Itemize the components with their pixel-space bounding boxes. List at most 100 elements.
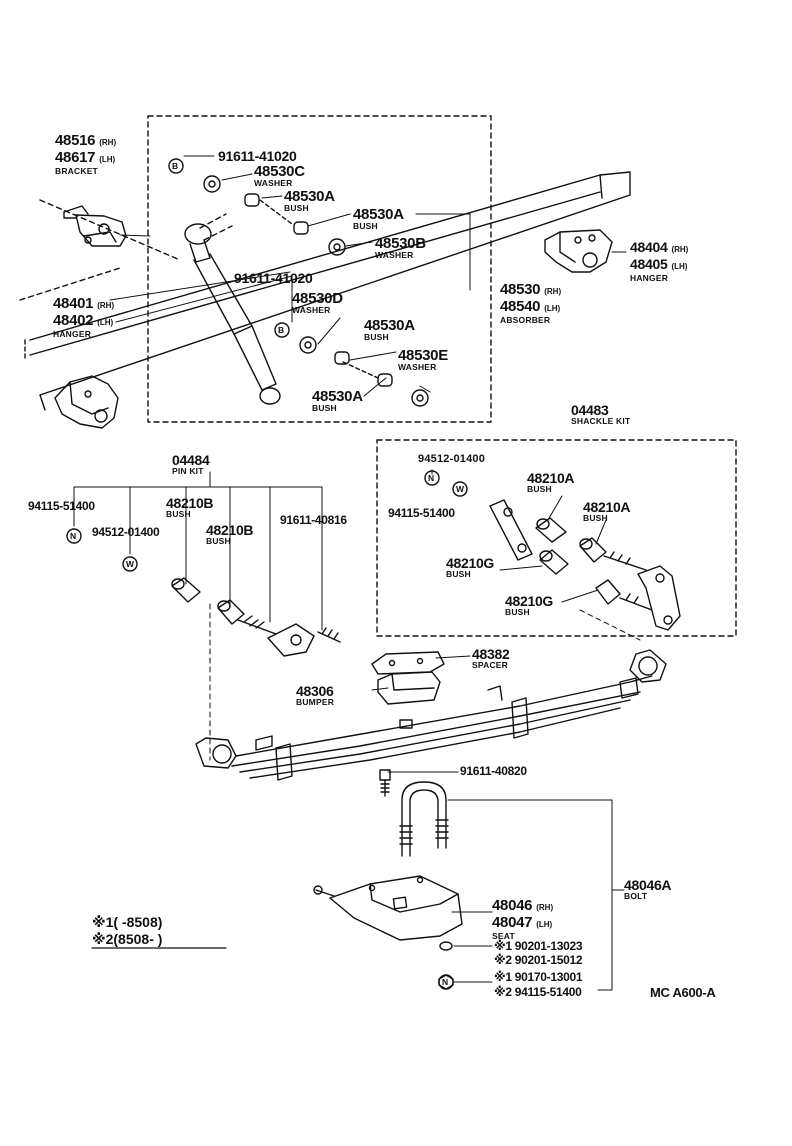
part-description: WASHER: [254, 178, 293, 188]
shackle-bush-g1-label: 48210G BUSH: [446, 556, 494, 579]
center-bolt-part: [379, 769, 391, 797]
part-number: 91611-41020: [218, 148, 297, 164]
part-number: 48530A: [364, 317, 415, 334]
spring-seat-part: [313, 875, 463, 941]
part-number: 48210A: [583, 499, 631, 515]
part-number: ※1 90201-13023: [494, 939, 583, 953]
part-number: 94115-51400: [388, 506, 455, 520]
part-number: 48530A: [312, 388, 363, 405]
shackle-bush-g2-label: 48210G BUSH: [505, 594, 553, 617]
part-number: 48404: [630, 239, 668, 255]
u-bolt-part: [399, 781, 449, 857]
part-number: 94115-51400: [28, 499, 95, 513]
side-tag: (RH): [671, 245, 689, 254]
washer-symbol: W: [456, 484, 465, 494]
part-description: BUMPER: [296, 697, 335, 707]
frame-rail: [19, 171, 631, 411]
side-tag: (LH): [536, 920, 553, 929]
part-description: HANGER: [630, 273, 669, 283]
part-number: 48405: [630, 256, 668, 272]
leaf-spring-part: [195, 649, 667, 781]
bracket-label: 48516(RH) 48617(LH) BRACKET: [55, 133, 116, 176]
part-description: SEAT: [492, 931, 515, 941]
bush-a4-label: 48530A BUSH: [312, 389, 363, 413]
part-number: 48210B: [206, 522, 254, 538]
spacer-label: 48382 SPACER: [472, 646, 510, 670]
bolt-symbol: B: [172, 161, 179, 171]
part-description: BOLT: [624, 891, 648, 901]
side-tag: (LH): [97, 318, 114, 327]
side-tag: (RH): [97, 301, 115, 310]
part-description: HANGER: [53, 329, 92, 339]
part-description: ABSORBER: [500, 315, 551, 325]
seat-washer-nut: [438, 941, 454, 990]
part-number: 94512-01400: [418, 453, 486, 465]
part-number: 48382: [472, 646, 510, 662]
part-number: 48530B: [375, 235, 426, 252]
part-description: BUSH: [353, 221, 378, 231]
diagram-code: MC A600-A: [650, 985, 716, 1000]
nut-symbol: N: [442, 977, 449, 987]
nut-symbol: N: [428, 473, 435, 483]
part-description: PIN KIT: [172, 466, 204, 476]
shackle-kit-label: 04483 SHACKLE KIT: [571, 403, 630, 426]
washer-e-label: 48530E WASHER: [398, 348, 448, 372]
side-tag: (RH): [536, 903, 554, 912]
washer-symbol: W: [126, 559, 135, 569]
shackle-bush-a2-label: 48210A BUSH: [583, 499, 631, 523]
footnote-1: ※1( -8508): [92, 914, 163, 930]
part-description: BRACKET: [55, 166, 98, 176]
side-tag: (LH): [544, 304, 561, 313]
washer-b-label: 48530B WASHER: [375, 236, 426, 260]
part-description: BUSH: [166, 509, 191, 519]
part-description: BUSH: [284, 203, 309, 213]
part-number: 48530C: [254, 163, 305, 180]
part-number: 48210G: [446, 555, 495, 571]
part-number: 48530E: [398, 347, 448, 364]
washer-c-label: 48530C WASHER: [254, 164, 305, 188]
part-number: 48306: [296, 683, 334, 699]
pin-bush-b1-label: 48210B BUSH: [166, 495, 214, 519]
bumper-label: 48306 BUMPER: [296, 684, 334, 707]
part-number: 94512-01400: [92, 525, 160, 539]
absorber-label: 48530(RH) 48540(LH) ABSORBER: [500, 282, 561, 325]
front-hanger-label: 48401(RH) 48402(LH) HANGER: [53, 296, 114, 339]
part-number: 48530A: [353, 206, 404, 223]
part-number: 48530D: [292, 290, 343, 307]
part-number: 48046: [492, 897, 533, 914]
u-bolt-label: 48046A BOLT: [624, 877, 672, 901]
bush-a2-label: 48530A BUSH: [353, 207, 404, 231]
part-number: 48540: [500, 298, 541, 315]
part-description: BUSH: [583, 513, 608, 523]
pin-kit-parts: [171, 577, 341, 657]
shock-absorber-group-box: [147, 115, 492, 423]
part-number: 48530A: [284, 188, 335, 205]
spacer-bumper-parts: [371, 651, 445, 705]
part-number: 48402: [53, 312, 94, 329]
pin-kit-label: 04484 PIN KIT: [172, 453, 210, 476]
pin-bush-b2-label: 48210B BUSH: [206, 522, 254, 546]
seat-label: 48046(RH) 48047(LH) SEAT: [492, 898, 553, 941]
shock-absorber-part: [184, 213, 281, 405]
part-number: ※2 94115-51400: [494, 985, 582, 999]
part-number: 48530: [500, 281, 541, 298]
part-description: WASHER: [292, 305, 331, 315]
part-number: 91611-40816: [280, 513, 347, 527]
side-tag: (LH): [99, 155, 116, 164]
part-number: 48210B: [166, 495, 214, 511]
bush-a1-label: 48530A BUSH: [284, 189, 335, 213]
side-tag: (RH): [544, 287, 562, 296]
part-number: 48516: [55, 132, 96, 149]
bolt-symbol: B: [278, 325, 285, 335]
part-description: SPACER: [472, 660, 508, 670]
nut-symbol: N: [70, 531, 77, 541]
part-number: ※2 90201-15012: [494, 953, 583, 967]
part-description: SHACKLE KIT: [571, 416, 631, 426]
part-number: 48046A: [624, 877, 672, 893]
part-description: BUSH: [364, 332, 389, 342]
shackle-kit-parts: [489, 499, 681, 631]
washer-d-label: 48530D WASHER: [292, 291, 343, 315]
shackle-kit-group-box: [376, 439, 737, 637]
